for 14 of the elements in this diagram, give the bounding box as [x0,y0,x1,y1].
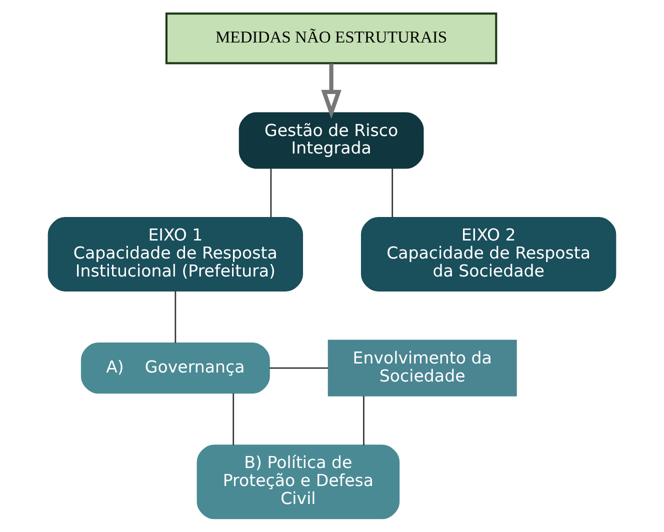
connector [174,290,176,344]
node-box: MEDIDAS NÃO ESTRUTURAIS [165,12,498,64]
connector [232,393,234,446]
connector [269,367,328,369]
connector [270,168,272,218]
connector [392,168,394,218]
node-box: B) Política de Proteção e Defesa Civil [196,444,400,520]
node-box: A) Governança [80,342,270,394]
node-box: EIXO 1 Capacidade de Resposta Institucional (Prefeitura) [48,217,304,292]
connector [363,396,364,446]
node-box: Envolvimento da Sociedade [328,340,517,396]
node-box: EIXO 2 Capacidade de Resposta da Sociedade [360,217,616,292]
arrow [321,64,342,119]
node-box: Gestão de Risco Integrada [238,112,424,169]
